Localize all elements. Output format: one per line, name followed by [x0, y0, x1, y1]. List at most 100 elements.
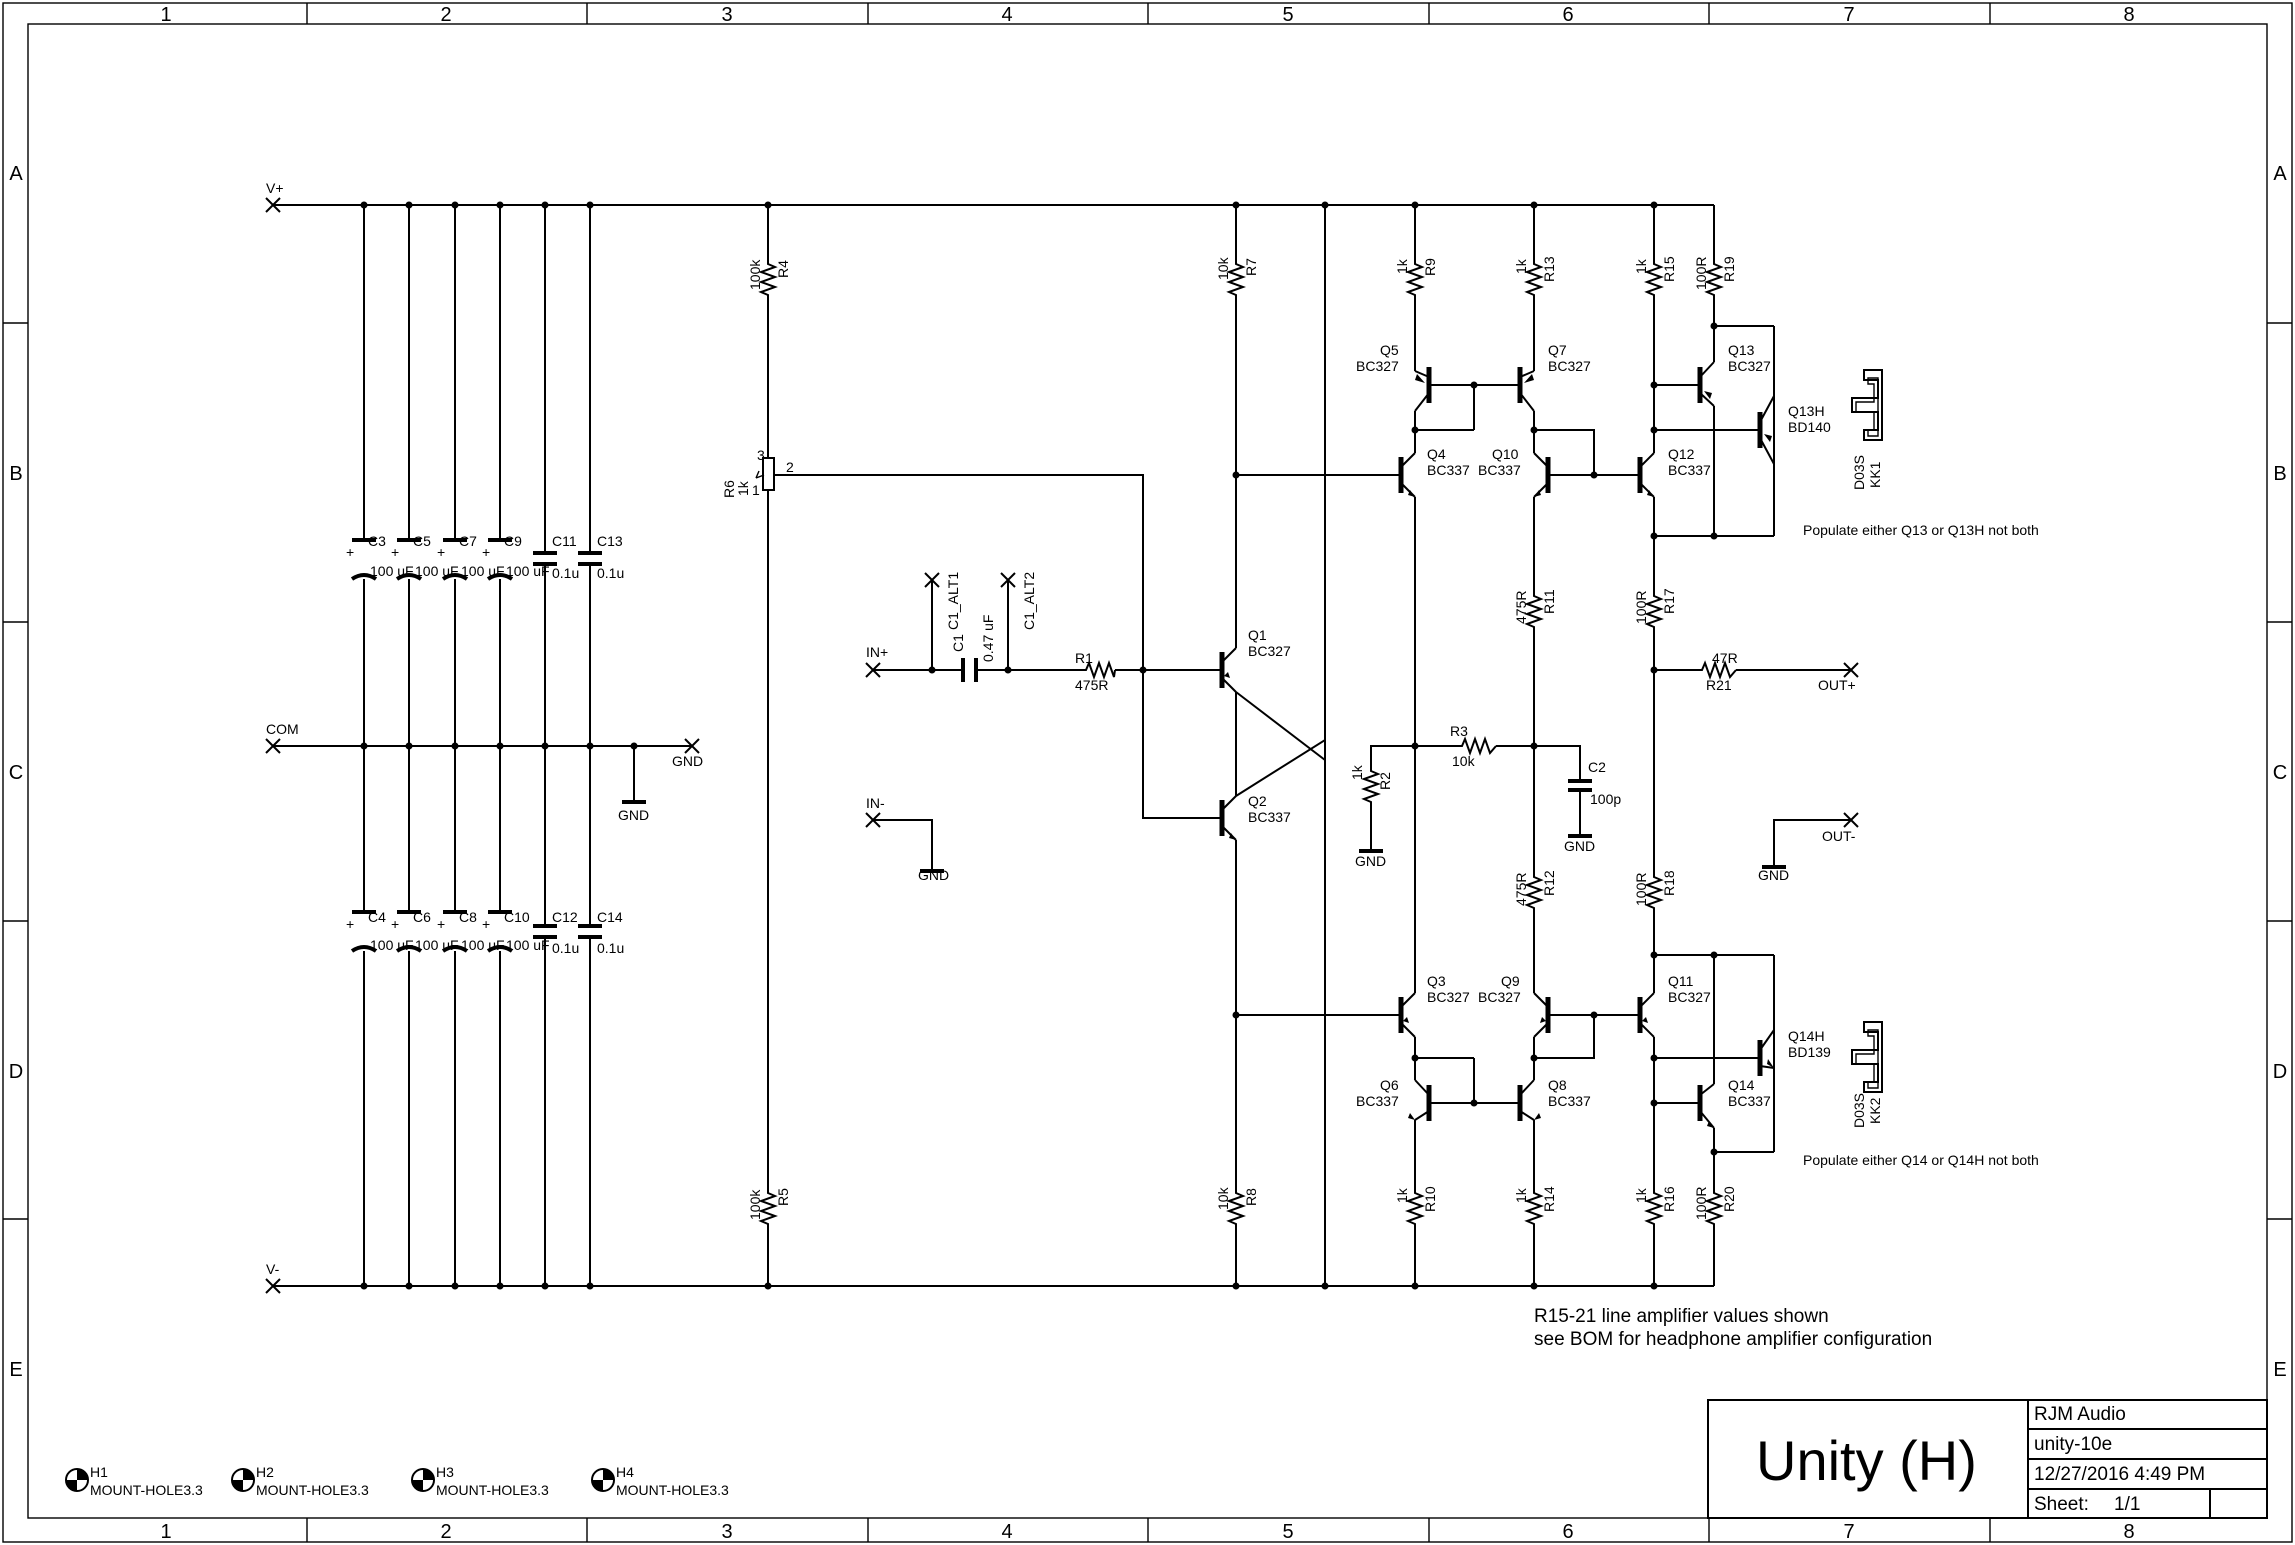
- r8-ref: R8: [1243, 1188, 1259, 1206]
- q9-ref: Q9: [1501, 973, 1520, 989]
- c10-ref: C10: [504, 909, 530, 925]
- h1-value: MOUNT-HOLE3.3: [90, 1482, 203, 1498]
- r18-ref: R18: [1661, 870, 1677, 896]
- net-label-out-plus: OUT+: [1818, 677, 1856, 693]
- junction-dots: [360, 201, 1718, 1290]
- svg-text:+: +: [482, 916, 490, 932]
- wires: [273, 204, 1851, 1287]
- net-label-c1-alt2: C1_ALT2: [1021, 572, 1037, 630]
- zone-row-b-left: B: [9, 463, 22, 485]
- h4-value: MOUNT-HOLE3.3: [616, 1482, 729, 1498]
- zone-row-e-left: E: [9, 1359, 22, 1381]
- net-label-out-minus: OUT-: [1822, 828, 1856, 844]
- gnd-label-decoupling: GND: [618, 807, 649, 823]
- q7-value: BC327: [1548, 358, 1591, 374]
- c1-ref: C1: [950, 634, 966, 652]
- r4-ref: R4: [775, 260, 791, 278]
- c8-value: 100 uF: [461, 937, 505, 953]
- svg-text:+: +: [346, 544, 354, 560]
- c6-value: 100 uF: [415, 937, 459, 953]
- zone-col-5-top: 5: [1282, 4, 1293, 26]
- kk1-value: D03S: [1851, 455, 1867, 490]
- svg-text:+: +: [437, 916, 445, 932]
- r11-value: 475R: [1513, 591, 1529, 624]
- q2-ref: Q2: [1248, 793, 1267, 809]
- q6-ref: Q6: [1380, 1077, 1399, 1093]
- kk2-ref: KK2: [1867, 1097, 1883, 1124]
- q13h-ref: Q13H: [1788, 403, 1825, 419]
- mount-hole-h2: H2 MOUNT-HOLE3.3: [231, 1464, 369, 1498]
- r1-value: 475R: [1075, 677, 1108, 693]
- note-bom-line1: R15-21 line amplifier values shown: [1534, 1306, 1829, 1327]
- q13h-value: BD140: [1788, 419, 1831, 435]
- q14-value: BC337: [1728, 1093, 1771, 1109]
- r17-ref: R17: [1661, 588, 1677, 614]
- q14h-ref: Q14H: [1788, 1028, 1825, 1044]
- gnd-label-in-minus: GND: [918, 867, 949, 883]
- r9-value: 1k: [1394, 258, 1410, 274]
- c4-value: 100 uF: [370, 937, 414, 953]
- title-document: unity-10e: [2034, 1434, 2112, 1455]
- zone-row-d-right: D: [2273, 1061, 2287, 1083]
- c3-value: 100 uF: [370, 563, 414, 579]
- note-populate-q14: Populate either Q14 or Q14H not both: [1803, 1152, 2039, 1168]
- title-sheet-label: Sheet:: [2034, 1494, 2089, 1515]
- q7-ref: Q7: [1548, 342, 1567, 358]
- zone-col-6-bottom: 6: [1562, 1521, 1573, 1543]
- zone-col-1-top: 1: [160, 4, 171, 26]
- c13-ref: C13: [597, 533, 623, 549]
- q4-value: BC337: [1427, 462, 1470, 478]
- r7-value: 10k: [1215, 256, 1231, 280]
- zone-row-a-left: A: [9, 163, 23, 185]
- c14-ref: C14: [597, 909, 623, 925]
- r10-ref: R10: [1422, 1186, 1438, 1212]
- r21-ref: R21: [1706, 677, 1732, 693]
- q11-ref: Q11: [1668, 973, 1694, 989]
- q2-value: BC337: [1248, 809, 1291, 825]
- svg-text:+: +: [482, 544, 490, 560]
- h1-ref: H1: [90, 1464, 108, 1480]
- zone-row-a-right: A: [2273, 163, 2287, 185]
- r6-value: 1k: [735, 480, 751, 496]
- q9-value: BC327: [1478, 989, 1521, 1005]
- q5-ref: Q5: [1380, 342, 1399, 358]
- r6-ref: R6: [721, 480, 737, 498]
- q8-value: BC337: [1548, 1093, 1591, 1109]
- net-label-vminus: V-: [266, 1261, 280, 1277]
- r19-value: 100R: [1693, 257, 1709, 290]
- q6-value: BC337: [1356, 1093, 1399, 1109]
- c13-value: 0.1u: [597, 565, 624, 581]
- c7-ref: C7: [459, 533, 477, 549]
- net-label-c1-alt1: C1_ALT1: [945, 572, 961, 630]
- zone-col-4-bottom: 4: [1001, 1521, 1012, 1543]
- note-bom-line2: see BOM for headphone amplifier configur…: [1534, 1329, 1932, 1350]
- r1-ref: R1: [1075, 650, 1093, 666]
- net-label-in-plus: IN+: [866, 644, 888, 660]
- c4-ref: C4: [368, 909, 386, 925]
- r14-ref: R14: [1541, 1186, 1557, 1212]
- mount-hole-h1: H1 MOUNT-HOLE3.3: [65, 1464, 203, 1498]
- c2-value: 100p: [1590, 791, 1621, 807]
- q12-ref: Q12: [1668, 446, 1695, 462]
- r16-value: 1k: [1633, 1187, 1649, 1203]
- r12-value: 475R: [1513, 873, 1529, 906]
- svg-text:+: +: [437, 544, 445, 560]
- svg-text:+: +: [391, 916, 399, 932]
- transistors: Q1 BC327 Q2 BC337 Q5 BC327 Q7 BC327 Q4 B…: [1205, 342, 1831, 1129]
- resistors: [758, 258, 1737, 1227]
- zone-col-4-top: 4: [1001, 4, 1012, 26]
- zone-row-e-right: E: [2273, 1359, 2286, 1381]
- q4-ref: Q4: [1427, 446, 1446, 462]
- heatsink-kk1: D03S KK1: [1851, 369, 1883, 490]
- q8-ref: Q8: [1548, 1077, 1567, 1093]
- net-label-gnd-com: GND: [672, 753, 703, 769]
- r6-pin3: 3: [757, 447, 765, 463]
- r6-pin2: 2: [786, 459, 794, 475]
- zone-col-6-top: 6: [1562, 4, 1573, 26]
- r4-value: 100k: [747, 259, 763, 290]
- r3-value: 10k: [1452, 753, 1476, 769]
- c9-ref: C9: [504, 533, 522, 549]
- r15-value: 1k: [1633, 258, 1649, 274]
- c14-value: 0.1u: [597, 940, 624, 956]
